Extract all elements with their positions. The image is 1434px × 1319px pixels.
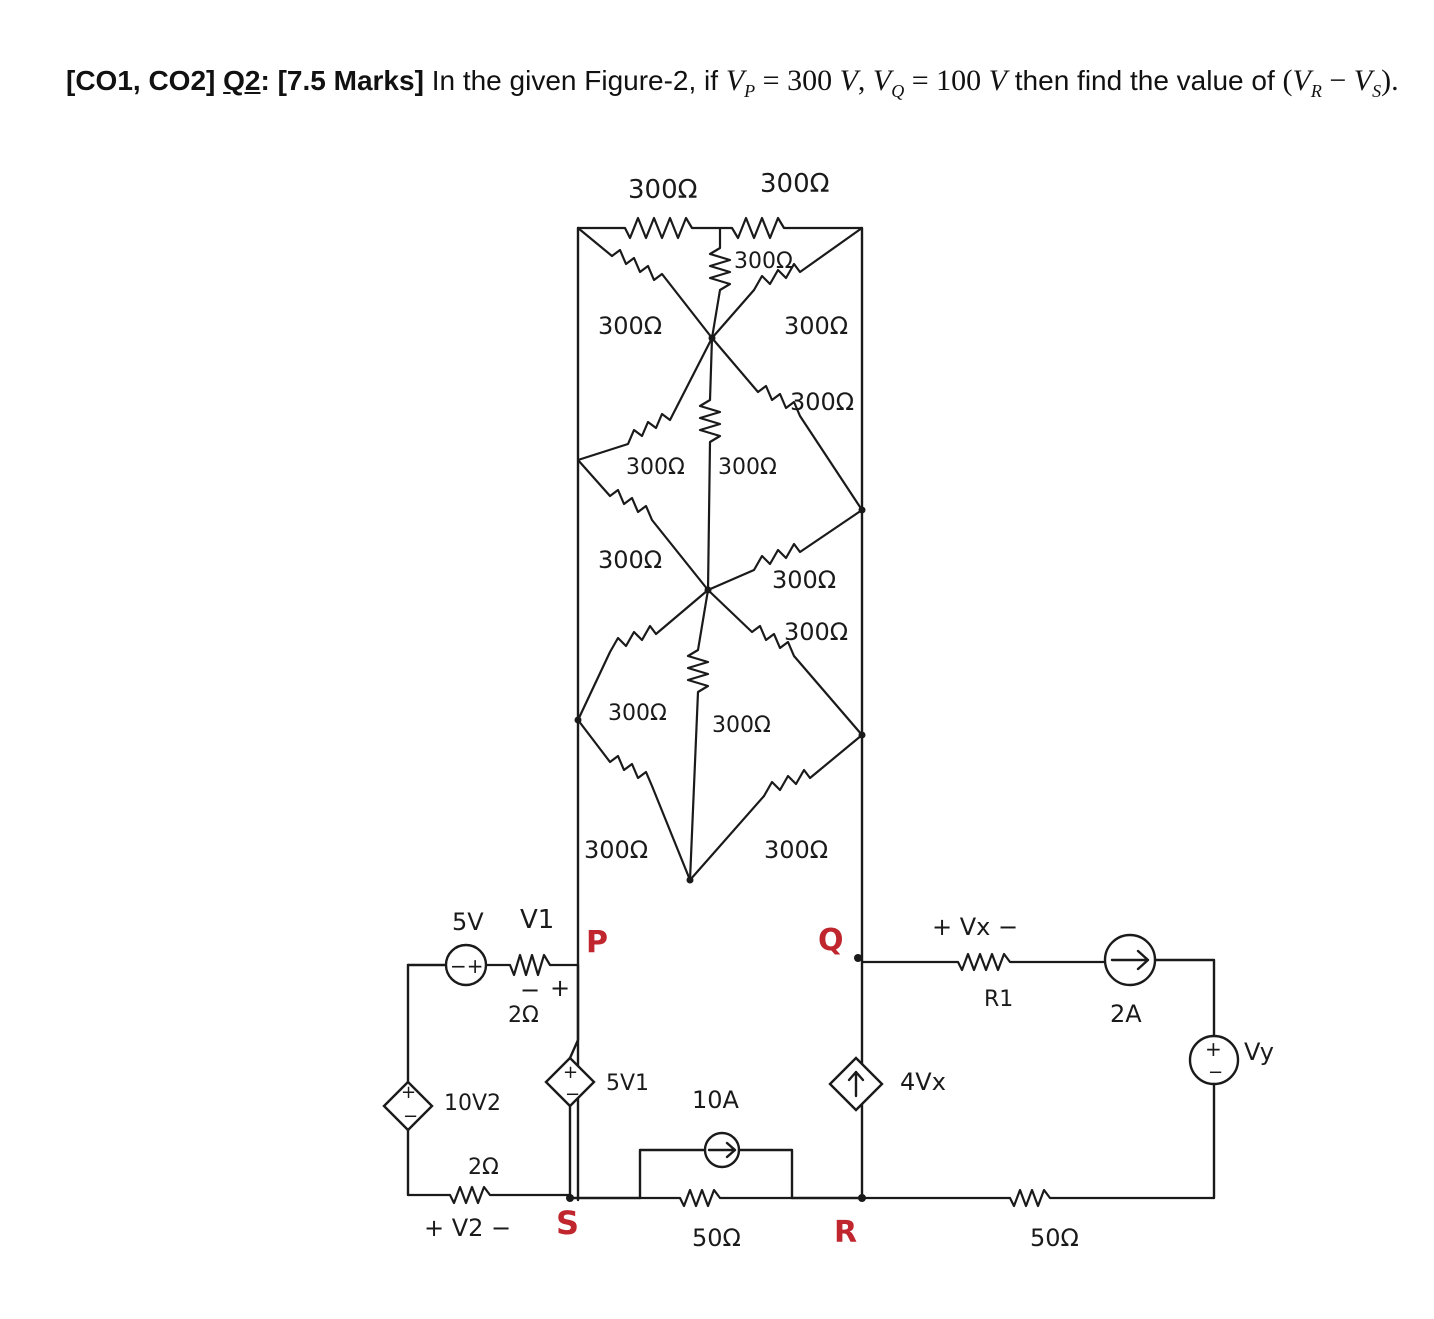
- label-diag-b: 300Ω: [784, 312, 848, 340]
- resistor-50ohm-right: [862, 1188, 1214, 1208]
- top-left-resistor: [578, 216, 720, 240]
- label-diag-g: 300Ω: [608, 701, 667, 726]
- node-s-label: S: [556, 1204, 579, 1242]
- question-text: [CO1, CO2] Q2: [7.5 Marks] In the given …: [66, 64, 1399, 101]
- top-right-resistor: [720, 216, 862, 240]
- diag-resistor-j: [689, 734, 863, 881]
- junction-4: [858, 731, 866, 739]
- mid-source-wire-top: [568, 963, 580, 1060]
- vs-vy-minus: −: [1208, 1062, 1223, 1083]
- question-lead: In the given Figure-2, if: [431, 65, 719, 96]
- diag-resistor-f: [707, 509, 863, 592]
- node-r-label: R: [834, 1215, 857, 1250]
- label-2ohm-bottom: 2Ω: [468, 1155, 499, 1180]
- junction-1: [708, 334, 716, 342]
- label-diag-i: 300Ω: [584, 836, 648, 864]
- label-minus-v1: −: [520, 976, 540, 1004]
- junction-2: [704, 586, 712, 594]
- center-resistor-3: [686, 589, 710, 881]
- label-diag-h: 300Ω: [784, 618, 848, 646]
- diag-resistor-c: [577, 337, 713, 462]
- label-2ohm-top: 2Ω: [508, 1003, 539, 1028]
- cs2a-arrow: [1110, 949, 1150, 971]
- label-diag-c: 300Ω: [626, 455, 685, 480]
- diag-resistor-i: [577, 719, 692, 881]
- label-diag-e: 300Ω: [598, 546, 662, 574]
- diag-resistor-b: [711, 227, 863, 339]
- label-10v2: 10V2: [444, 1091, 501, 1116]
- center-resistor-2: [698, 337, 722, 591]
- label-vx: + Vx −: [932, 913, 1018, 941]
- resistor-50ohm-mid: [640, 1188, 792, 1208]
- dep-vs-5v1-minus: −: [565, 1084, 580, 1105]
- dep-vs-plus: +: [401, 1082, 416, 1103]
- resistor-r1: [862, 952, 1104, 972]
- question-number: Q2: [223, 65, 261, 96]
- cs10-arrow: [707, 1141, 737, 1159]
- label-diag-f: 300Ω: [772, 566, 836, 594]
- label-top-right: 300Ω: [760, 169, 830, 199]
- label-diag-j: 300Ω: [764, 836, 828, 864]
- label-center-2: 300Ω: [718, 455, 777, 480]
- label-v1: V1: [520, 905, 554, 935]
- node-q-dot: [854, 954, 862, 962]
- cs10-branch: [638, 1148, 708, 1200]
- label-5v1: 5V1: [606, 1071, 649, 1096]
- vs-vy-plus: +: [1205, 1037, 1222, 1061]
- resistor-2ohm-bottom: [408, 1185, 570, 1205]
- label-50ohm-mid: 50Ω: [692, 1224, 741, 1252]
- label-top-left: 300Ω: [628, 175, 698, 205]
- center-resistor-1: [708, 228, 732, 339]
- junction-5: [686, 876, 694, 884]
- diag-resistor-a: [577, 227, 713, 339]
- label-plus-v1: +: [550, 974, 570, 1002]
- node-p-label: P: [586, 925, 608, 960]
- dep-vs-minus: −: [403, 1106, 418, 1127]
- label-center-3: 300Ω: [712, 713, 771, 738]
- label-center-1: 300Ω: [734, 249, 793, 274]
- label-diag-d: 300Ω: [790, 388, 854, 416]
- vs-5v-sign: −+: [450, 954, 484, 978]
- cs10-branch-right: [737, 1148, 794, 1200]
- diag-resistor-h: [707, 589, 863, 736]
- resistor-2ohm-top: [486, 953, 578, 977]
- diag-resistor-d: [711, 337, 863, 511]
- junction-3: [574, 716, 582, 724]
- node-q-label: Q: [818, 923, 844, 958]
- given-values: VP = 300 V, VQ = 100 V: [725, 64, 1007, 101]
- diag-resistor-g: [577, 589, 709, 721]
- asked-quantity: (VR − VS).: [1282, 64, 1399, 101]
- junction-6: [858, 506, 866, 514]
- diag-resistor-e: [577, 459, 709, 591]
- dep-cs-arrow: [847, 1070, 865, 1098]
- question-ask: then find the value of: [1014, 65, 1275, 96]
- label-vy: Vy: [1244, 1038, 1274, 1066]
- marks-label: [7.5 Marks]: [277, 65, 424, 96]
- label-50ohm-right: 50Ω: [1030, 1224, 1079, 1252]
- label-v2: + V2 −: [424, 1214, 511, 1242]
- course-outcome-tag: [CO1, CO2]: [66, 65, 216, 96]
- dep-vs-5v1-plus: +: [563, 1062, 578, 1083]
- label-5v: 5V: [452, 908, 484, 936]
- label-2a: 2A: [1110, 1000, 1142, 1028]
- label-10a: 10A: [692, 1086, 740, 1114]
- right-outer-wire: [1153, 958, 1216, 1038]
- label-4vx: 4Vx: [900, 1068, 946, 1096]
- label-diag-a: 300Ω: [598, 312, 662, 340]
- label-r1: R1: [984, 987, 1013, 1012]
